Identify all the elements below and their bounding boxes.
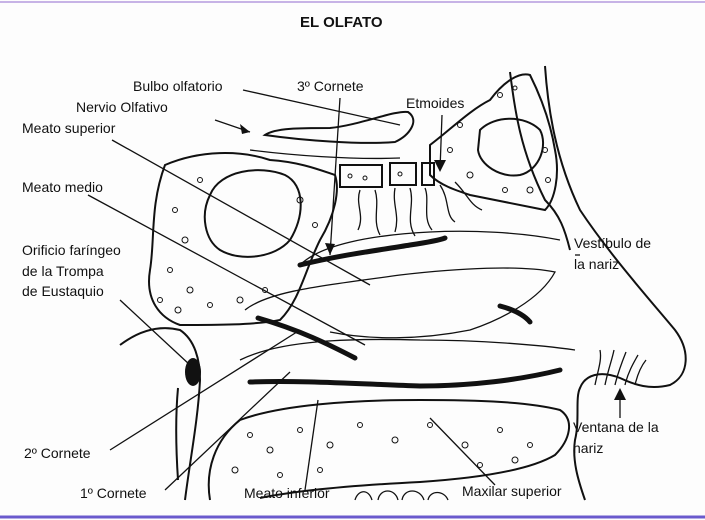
- leader-lines: [87, 89, 621, 491]
- teeth: [354, 490, 449, 501]
- leader-cornete3: [329, 97, 341, 256]
- label-1-cornete: 1º Cornete: [80, 485, 147, 501]
- nose-profile: [544, 65, 687, 501]
- pharyngeal-wall: [119, 327, 202, 501]
- eustachian-tube: [175, 387, 179, 481]
- sphenoid-outline: [148, 152, 338, 327]
- label-orificio-line3: de Eustaquio: [22, 283, 104, 299]
- bone-stipple: [157, 85, 551, 478]
- diagram-title: EL OLFATO: [300, 14, 383, 31]
- label-ventana-line2: nariz: [573, 440, 603, 456]
- label-bulbo-olfatorio: Bulbo olfatorio: [133, 78, 223, 94]
- arrowheads: [240, 124, 626, 400]
- ethmoid-sinus: [476, 117, 545, 177]
- label-meato-medio: Meato medio: [22, 179, 103, 195]
- label-meato-superior: Meato superior: [22, 120, 116, 136]
- arrowhead-cornete3: [325, 243, 335, 255]
- superior-turbinate: [297, 235, 448, 268]
- leader-orificio: [119, 299, 191, 366]
- cribriform-block-3: [421, 162, 435, 186]
- label-vestibulo-line1: Vestíbulo de: [574, 235, 651, 251]
- olfactory-bulb: [262, 110, 415, 144]
- vestibular-hairs: [594, 349, 647, 386]
- label-ventana-line1: Ventana de la: [573, 419, 659, 435]
- middle-turbinate-outline: [244, 267, 556, 339]
- cribriform-block-2: [389, 162, 417, 186]
- arrowhead-etmoides: [434, 160, 446, 172]
- olfactory-filaments: [357, 181, 483, 237]
- label-nervio-olfativo: Nervio Olfativo: [76, 99, 168, 115]
- superior-turbinate-outline: [299, 230, 561, 266]
- label-meato-inferior: Meato inferior: [244, 485, 330, 501]
- leader-meato-medio: [87, 194, 366, 346]
- label-vestibulo-line2: la nariz: [574, 256, 619, 272]
- arrowhead-ventana: [614, 388, 626, 400]
- sphenoid-sinus: [203, 169, 302, 258]
- anatomy-drawing: [119, 65, 687, 501]
- label-orificio-line2: de la Trompa: [22, 263, 104, 279]
- label-maxilar-superior: Maxilar superior: [462, 483, 562, 499]
- middle-turbinate-edge: [497, 303, 533, 325]
- leader-bulbo: [242, 89, 401, 126]
- inferior-turbinate: [247, 367, 563, 389]
- leader-maxilar: [429, 417, 496, 486]
- label-2-cornete: 2º Cornete: [24, 445, 91, 461]
- labels: EL OLFATO Bulbo olfatorio Nervio Olfativ…: [22, 14, 659, 501]
- inferior-turbinate-outline: [239, 338, 576, 361]
- label-etmoides: Etmoides: [406, 95, 464, 111]
- ethmoid-outline: [429, 73, 558, 212]
- label-3-cornete: 3º Cornete: [297, 78, 364, 94]
- eustachian-orifice: [185, 358, 201, 386]
- leader-cornete2: [109, 329, 301, 451]
- nasal-bone: [509, 71, 571, 251]
- hard-palate: [207, 398, 570, 501]
- leader-cornete1: [164, 371, 291, 491]
- olfactory-nerve-line: [249, 149, 401, 160]
- leader-meato-inferior: [304, 399, 319, 491]
- cribriform-block-1: [339, 164, 383, 188]
- label-orificio-line1: Orificio faríngeo: [22, 242, 121, 258]
- arrowhead-nervio: [240, 124, 250, 134]
- leader-meato-superior: [111, 139, 371, 286]
- middle-turbinate: [255, 315, 358, 361]
